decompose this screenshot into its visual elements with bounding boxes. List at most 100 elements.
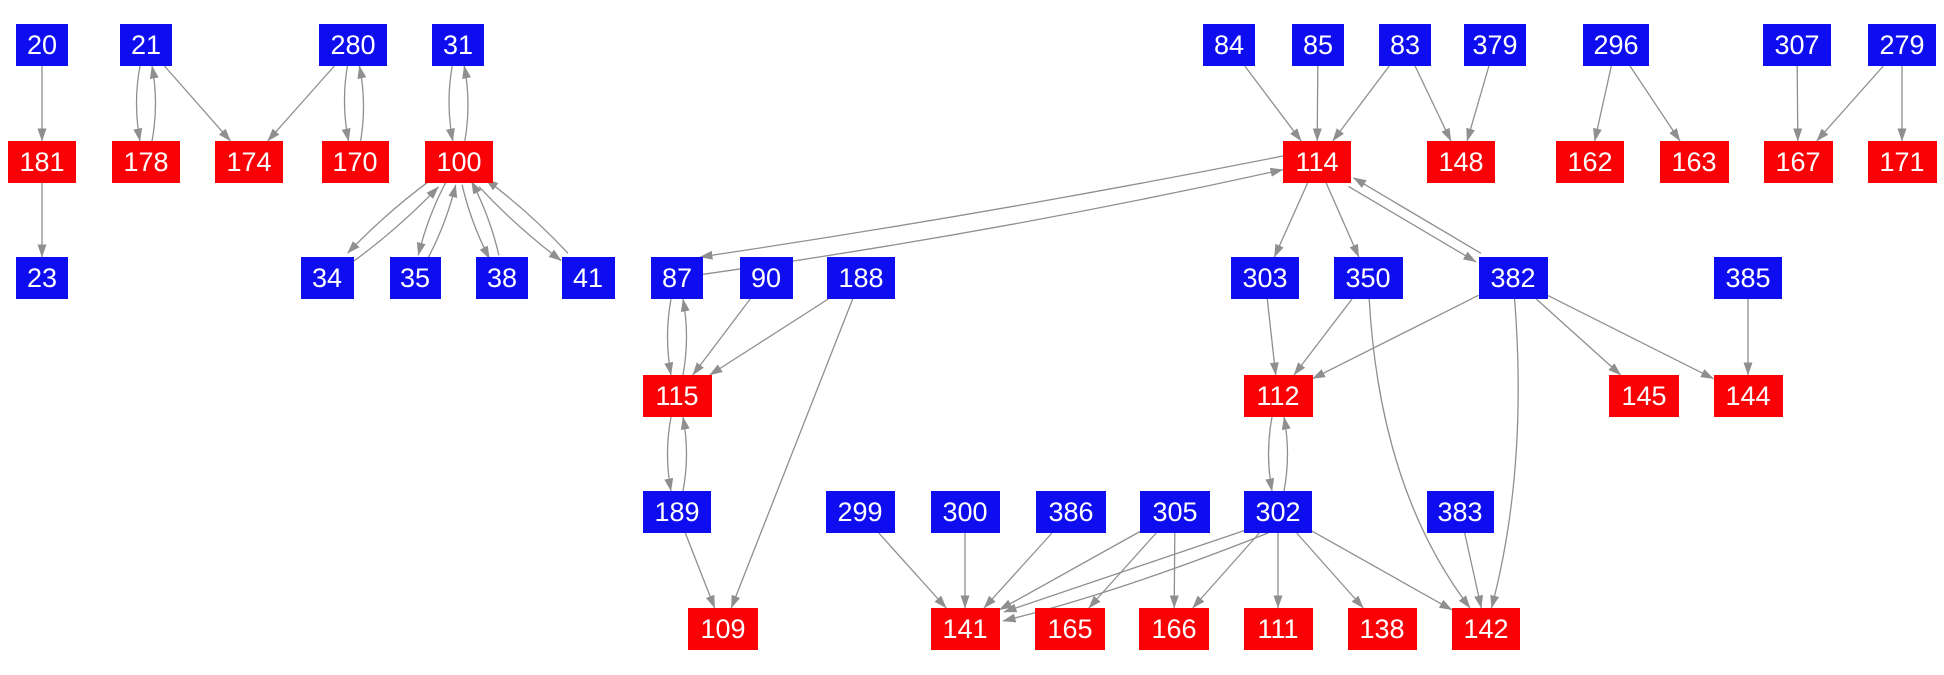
- edge-386-141: [983, 532, 1053, 609]
- edge-100-41: [478, 186, 562, 262]
- node-109: 109: [688, 608, 758, 650]
- edge-100-34: [347, 178, 433, 254]
- edge-302-141-b: [1002, 532, 1269, 623]
- node-label: 20: [26, 29, 58, 60]
- edge-100-35: [416, 180, 447, 256]
- edge-21-178: [133, 65, 143, 142]
- node-label: 302: [1255, 496, 1301, 527]
- edge-114-87: [699, 155, 1284, 260]
- node-31: 31: [432, 24, 484, 66]
- node-label: 165: [1047, 613, 1093, 644]
- node-label: 305: [1152, 496, 1198, 527]
- node-label: 296: [1593, 29, 1639, 60]
- node-171: 171: [1867, 141, 1937, 183]
- node-111: 111: [1243, 608, 1313, 650]
- edge-383-142: [1464, 532, 1483, 609]
- edge-90-115: [692, 298, 751, 376]
- node-label: 111: [1257, 613, 1299, 644]
- node-114: 114: [1283, 141, 1351, 183]
- edge-31-100: [445, 65, 455, 142]
- node-112: 112: [1243, 375, 1313, 417]
- edge-382-145: [1535, 298, 1622, 376]
- node-35: 35: [389, 257, 441, 299]
- node-label: 280: [330, 29, 376, 60]
- edge-305-166: [1169, 532, 1179, 609]
- node-279: 279: [1868, 24, 1936, 66]
- edge-114-303: [1273, 182, 1309, 258]
- node-label: 171: [1879, 146, 1925, 177]
- edge-41-100: [485, 178, 569, 254]
- edge-382-144: [1547, 294, 1714, 380]
- node-label: 21: [130, 29, 162, 60]
- node-label: 109: [700, 613, 746, 644]
- edge-302-112: [1281, 416, 1291, 492]
- node-label: 163: [1671, 146, 1717, 177]
- node-174: 174: [215, 141, 283, 183]
- node-167: 167: [1763, 141, 1833, 183]
- node-170: 170: [321, 141, 389, 183]
- node-label: 138: [1359, 613, 1405, 644]
- edge-170-280: [357, 65, 367, 142]
- node-385: 385: [1714, 257, 1782, 299]
- edge-280-174: [267, 65, 335, 142]
- edge-100-31: [462, 65, 472, 142]
- node-84: 84: [1203, 24, 1255, 66]
- node-383: 383: [1426, 491, 1494, 533]
- node-label: 178: [123, 146, 169, 177]
- edge-112-302: [1265, 416, 1275, 492]
- node-label: 85: [1302, 29, 1334, 60]
- edge-280-170: [341, 65, 351, 142]
- node-label: 167: [1775, 146, 1821, 177]
- node-83: 83: [1379, 24, 1431, 66]
- node-163: 163: [1659, 141, 1729, 183]
- node-label: 350: [1345, 262, 1391, 293]
- node-300: 300: [930, 491, 1000, 533]
- node-280: 280: [319, 24, 387, 66]
- edge-35-100: [427, 184, 458, 260]
- node-166: 166: [1139, 608, 1209, 650]
- edge-34-100: [353, 186, 439, 262]
- edge-350-112: [1293, 298, 1353, 376]
- node-138: 138: [1347, 608, 1417, 650]
- node-165: 165: [1035, 608, 1105, 650]
- node-label: 145: [1621, 380, 1667, 411]
- edge-302-141: [1003, 529, 1247, 613]
- edge-382-114: [1353, 177, 1482, 254]
- edge-85-114: [1312, 65, 1322, 142]
- node-label: 87: [661, 262, 693, 293]
- edge-38-100: [470, 180, 500, 256]
- edge-114-382: [1348, 185, 1477, 263]
- node-label: 181: [19, 146, 65, 177]
- node-label: 379: [1472, 29, 1518, 60]
- edge-379-148: [1466, 65, 1490, 142]
- node-label: 188: [838, 262, 884, 293]
- edge-189-109: [684, 532, 716, 609]
- node-307: 307: [1763, 24, 1831, 66]
- edge-350-142: [1368, 298, 1471, 609]
- node-label: 83: [1389, 29, 1421, 60]
- node-144: 144: [1713, 375, 1783, 417]
- node-label: 84: [1213, 29, 1245, 60]
- edge-115-189: [664, 416, 674, 492]
- edge-178-21: [149, 65, 159, 142]
- node-379: 379: [1464, 24, 1526, 66]
- node-label: 279: [1879, 29, 1925, 60]
- edge-114-350: [1325, 182, 1360, 258]
- edge-83-148: [1414, 65, 1452, 142]
- edge-188-115: [709, 298, 829, 376]
- node-label: 174: [226, 146, 272, 177]
- node-label: 38: [486, 262, 518, 293]
- node-23: 23: [16, 257, 68, 299]
- node-302: 302: [1244, 491, 1312, 533]
- edge-83-114: [1332, 65, 1390, 142]
- node-148: 148: [1427, 141, 1495, 183]
- node-label: 382: [1490, 262, 1536, 293]
- edge-305-141: [999, 530, 1141, 611]
- node-145: 145: [1609, 375, 1679, 417]
- node-label: 162: [1567, 146, 1613, 177]
- edge-296-162: [1593, 65, 1612, 142]
- edge-279-167: [1816, 65, 1884, 142]
- edge-115-87: [680, 298, 690, 376]
- edge-303-112: [1266, 298, 1279, 376]
